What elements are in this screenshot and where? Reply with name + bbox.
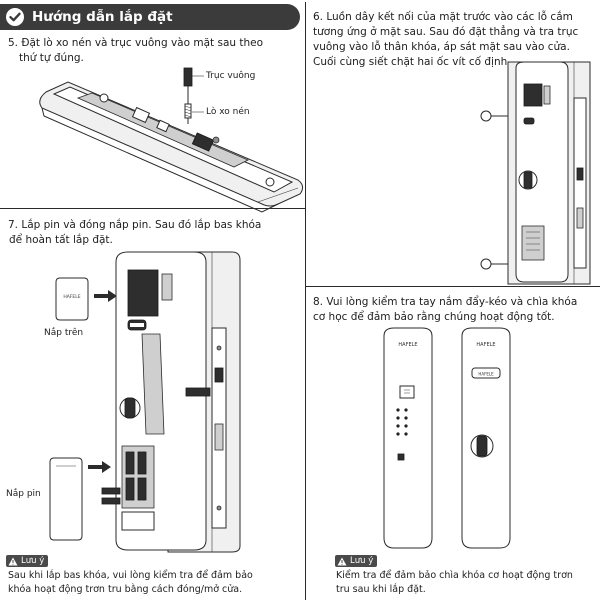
top-cover-brand: HAFELE <box>63 294 80 300</box>
front-lock-illustration: HAFELE <box>383 327 433 549</box>
check-circle-icon <box>6 8 24 26</box>
callout-battery-cover: Nắp pin <box>6 489 41 499</box>
arrow-right-icon <box>88 461 111 473</box>
step-7-instructions: 7. Lắp pin và đóng nắp pin. Sau đó lắp b… <box>8 218 261 248</box>
step-5-line-1: 5. Đặt lò xo nén và trục vuông vào mặt s… <box>8 37 264 49</box>
top-cover-illustration: HAFELE <box>55 277 89 321</box>
callout-square-shaft: Trục vuông <box>206 71 256 81</box>
step-6-line-1: 6. Luồn dây kết nối của mặt trước vào cá… <box>313 11 573 23</box>
step-5-line-2: thứ tự đúng. <box>19 52 84 64</box>
note-right-line-1: Kiểm tra để đảm bảo chìa khóa cơ hoạt độ… <box>336 570 573 581</box>
step-7-lock-assembly-illustration <box>101 251 241 553</box>
step-6-line-4: Cuối cùng siết chặt hai ốc vít cố định. <box>313 56 511 68</box>
note-left-line-1: Sau khi lắp bas khóa, vui lòng kiểm tra … <box>8 570 253 581</box>
step-6-line-2: tương ứng ở mặt sau. Sau đó đặt thẳng và… <box>313 26 579 38</box>
battery-cover-illustration <box>49 457 83 541</box>
front-lock-brand: HAFELE <box>398 342 417 348</box>
warning-triangle-icon <box>8 557 18 565</box>
step-8-line-1: 8. Vui lòng kiểm tra tay nắm đẩy-kéo và … <box>313 296 578 308</box>
note-label-left: Lưu ý <box>6 555 49 567</box>
note-right: Kiểm tra để đảm bảo chìa khóa cơ hoạt độ… <box>336 569 573 597</box>
step-8-line-2: cơ học để đảm bảo rằng chúng hoạt động t… <box>313 311 555 323</box>
note-label-right: Lưu ý <box>335 555 378 567</box>
back-lock-illustration: HAFELE HAFELE <box>461 327 511 549</box>
row-divider-left <box>0 208 305 209</box>
step-8-instructions: 8. Vui lòng kiểm tra tay nắm đẩy-kéo và … <box>313 295 577 325</box>
warning-triangle-icon <box>337 557 347 565</box>
arrow-right-icon <box>94 290 117 302</box>
step-7-line-2: để hoàn tất lắp đặt. <box>9 234 113 246</box>
column-divider <box>305 2 306 600</box>
note-label-left-text: Lưu ý <box>21 556 45 566</box>
step-5-back-panel-illustration <box>39 67 304 213</box>
callout-compression-spring: Lò xo nén <box>206 107 250 117</box>
back-lock-brand: HAFELE <box>476 342 495 348</box>
note-left-line-2: khóa hoạt động trơn tru bằng cách đóng/m… <box>8 584 243 595</box>
section-title: Hướng dẫn lắp đặt <box>32 9 173 25</box>
callout-top-cover: Nắp trên <box>44 328 84 338</box>
step-6-door-mount-illustration <box>480 61 591 285</box>
note-left: Sau khi lắp bas khóa, vui lòng kiểm tra … <box>8 569 253 597</box>
step-6-line-3: vuông vào lỗ thân khóa, áp sát mặt sau v… <box>313 41 570 53</box>
step-5-instructions: 5. Đặt lò xo nén và trục vuông vào mặt s… <box>8 36 263 66</box>
note-right-line-2: tru sau khi lắp đặt. <box>336 584 426 595</box>
step-7-line-1: 7. Lắp pin và đóng nắp pin. Sau đó lắp b… <box>8 219 262 231</box>
step-6-instructions: 6. Luồn dây kết nối của mặt trước vào cá… <box>313 10 578 70</box>
back-lock-badge: HAFELE <box>478 372 494 377</box>
note-label-right-text: Lưu ý <box>350 556 374 566</box>
row-divider-right <box>305 286 600 287</box>
section-header: Hướng dẫn lắp đặt <box>0 4 300 30</box>
